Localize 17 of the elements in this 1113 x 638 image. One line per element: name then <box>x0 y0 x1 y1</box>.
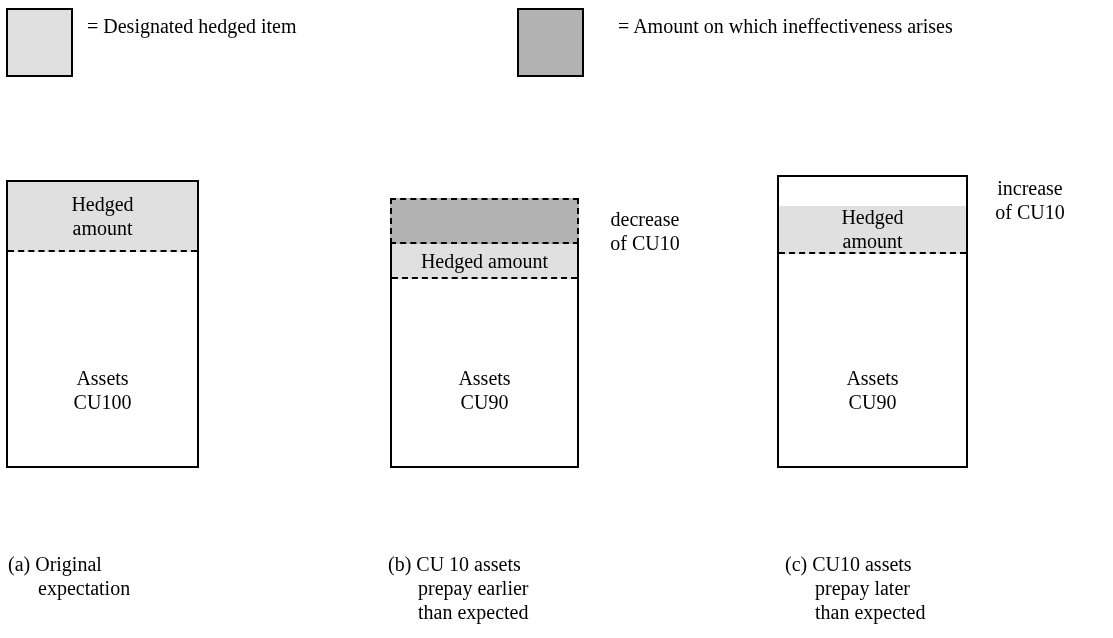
scenario-caption: (b) CU 10 assets prepay earlier than expected <box>388 552 530 624</box>
legend-text: = Amount on which ineffectiveness arises <box>618 14 953 38</box>
scenario-caption: (a) Original expectation <box>8 552 132 600</box>
asset-label: Assets CU90 <box>845 366 900 414</box>
hedged-amount-band: Hedged amount <box>779 206 966 254</box>
ineffectiveness-band <box>390 198 579 244</box>
asset-box <box>777 175 968 468</box>
change-note: decrease of CU10 <box>609 207 681 255</box>
hedged-amount-band: Hedged amount <box>392 244 577 279</box>
scenario-caption: (c) CU10 assets prepay later than expected <box>785 552 927 624</box>
asset-box <box>6 180 199 468</box>
change-note: increase of CU10 <box>994 176 1066 224</box>
legend-text: = Designated hedged item <box>87 14 297 38</box>
hedged-amount-band: Hedged amount <box>8 182 197 252</box>
asset-label: Assets CU100 <box>72 366 133 414</box>
asset-label: Assets CU90 <box>457 366 512 414</box>
asset-box <box>390 242 579 468</box>
